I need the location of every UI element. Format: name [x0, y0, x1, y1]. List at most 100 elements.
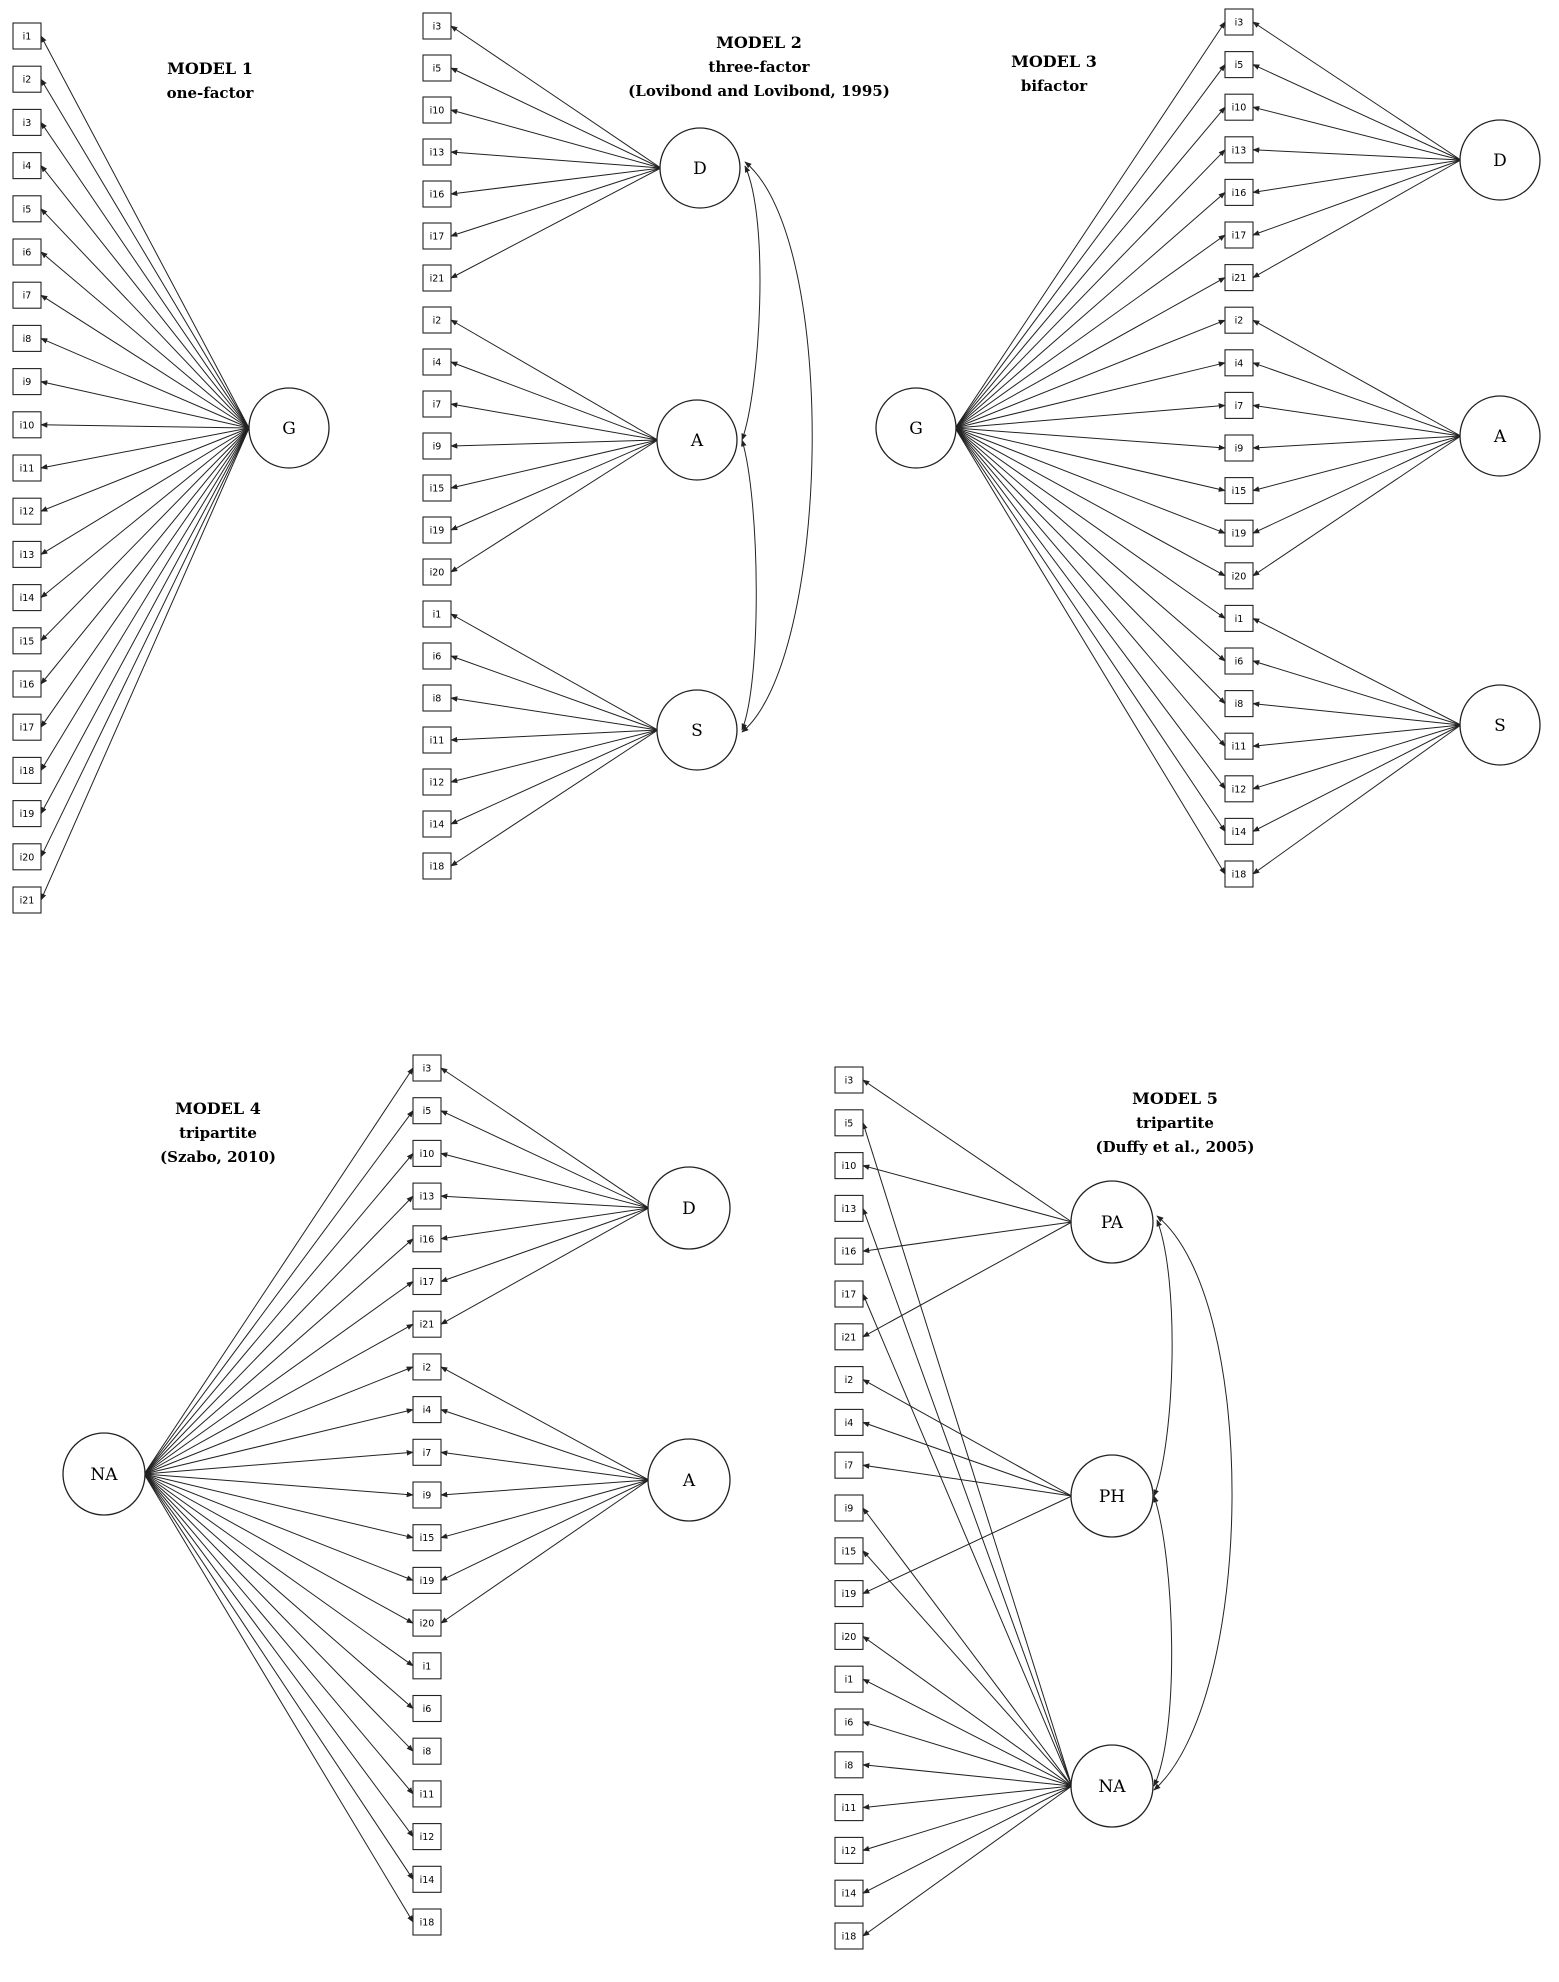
item-label: i21: [20, 896, 35, 907]
model3-item-i17: i17: [1224, 221, 1254, 249]
model1-loading-path: [40, 427, 250, 858]
model1-title-group: MODEL 1 one-factor: [167, 59, 255, 102]
model1-item-i20: i20: [12, 843, 42, 871]
model2-covariance-path: [741, 165, 761, 441]
item-box: [1224, 562, 1254, 590]
model1-item-i13: i13: [12, 540, 42, 568]
model4-item-i9: i9: [412, 1481, 442, 1509]
model3-loading-path: [1252, 435, 1462, 534]
factor-label: NA: [90, 1465, 118, 1485]
model2-title-group: MODEL 2 three-factor (Lovibond and Lovib…: [628, 33, 890, 100]
item-label: i11: [842, 1803, 857, 1814]
model5-item-i6: i6: [834, 1708, 864, 1736]
item-label: i10: [430, 106, 445, 117]
item-box: [1224, 391, 1254, 419]
model4-loading-path: [440, 1152, 649, 1209]
model5-item-i20: i20: [834, 1622, 864, 1650]
factor-label: G: [282, 419, 296, 439]
model4-loading-path: [440, 1479, 650, 1581]
model3-loading-path: [954, 234, 1226, 429]
item-label: i21: [1232, 273, 1247, 284]
model3-factor-G: G: [875, 387, 957, 469]
item-box: [1224, 221, 1254, 249]
model3-loading-path: [955, 361, 1226, 429]
model2-subtitle-1: three-factor: [708, 58, 810, 76]
model3-loading-path: [1252, 724, 1461, 749]
model4-item-i2: i2: [412, 1353, 442, 1381]
model3-item-i12: i12: [1224, 775, 1254, 803]
model1-loading-path: [40, 35, 250, 429]
model4-item-i20: i20: [412, 1609, 442, 1637]
item-label: i15: [842, 1546, 857, 1557]
item-box: [422, 138, 452, 166]
item-label: i19: [842, 1589, 857, 1600]
model2-loading-path: [450, 729, 658, 784]
model5-loading-path: [862, 1550, 1073, 1787]
model2-title: MODEL 2: [716, 33, 802, 52]
item-label: i20: [20, 852, 35, 863]
model3-item-i7: i7: [1224, 391, 1254, 419]
model2-item-i10: i10: [422, 96, 452, 124]
model5-item-i10: i10: [834, 1152, 864, 1180]
item-box: [1224, 732, 1254, 760]
model5-loading-path: [862, 1221, 1073, 1338]
model1-item-i15: i15: [12, 627, 42, 655]
model4-factor-NA: NA: [62, 1432, 146, 1516]
model3-item-i14: i14: [1224, 817, 1254, 845]
model3-loading-path: [1252, 660, 1461, 726]
item-box: [1224, 93, 1254, 121]
model4-loading-path: [143, 1195, 414, 1475]
model1-item-i11: i11: [12, 454, 42, 482]
item-label: i10: [1232, 103, 1247, 114]
model4-factor-A: A: [647, 1438, 731, 1522]
item-box: [834, 1580, 864, 1608]
item-box: [422, 390, 452, 418]
model5-factor-PH: PH: [1070, 1454, 1154, 1538]
model2-loading-path: [450, 655, 658, 731]
model2-covariance-path: [741, 439, 757, 731]
item-label: i3: [1235, 18, 1244, 29]
item-box: [1224, 860, 1254, 888]
model5-loading-path: [862, 1463, 1072, 1497]
model3-loading-path: [954, 64, 1226, 429]
model1-loading-path: [40, 427, 250, 771]
item-box: [1224, 775, 1254, 803]
item-label: i12: [20, 507, 35, 518]
model3-loading-path: [1252, 435, 1462, 577]
item-box: [1224, 349, 1254, 377]
item-label: i21: [420, 1320, 435, 1331]
model3-loading-path: [954, 427, 1226, 577]
item-box: [422, 96, 452, 124]
item-label: i2: [423, 1362, 432, 1373]
item-box: [834, 1879, 864, 1907]
factor-label: G: [909, 419, 923, 439]
item-box: [1224, 264, 1254, 292]
model3-item-i1: i1: [1224, 604, 1254, 632]
model2-item-i5: i5: [422, 54, 452, 82]
model3-loading-path: [1252, 159, 1461, 236]
item-box: [834, 1152, 864, 1180]
item-box: [1224, 178, 1254, 206]
item-label: i6: [423, 1704, 432, 1715]
item-label: i2: [23, 75, 32, 86]
item-box: [1224, 647, 1254, 675]
item-box: [422, 558, 452, 586]
item-label: i5: [23, 204, 32, 215]
model4-loading-path: [440, 1479, 649, 1539]
item-box: [412, 1865, 442, 1893]
model2-item-i16: i16: [422, 180, 452, 208]
model3-item-i10: i10: [1224, 93, 1254, 121]
model4-loading-path: [440, 1479, 649, 1498]
item-box: [412, 1823, 442, 1851]
model2-loading-path: [450, 361, 658, 441]
item-label: i14: [420, 1875, 435, 1886]
model3-title: MODEL 3: [1011, 52, 1097, 71]
factor-circle: [656, 399, 738, 481]
model1-item-i19: i19: [12, 800, 42, 828]
item-label: i15: [430, 484, 445, 495]
item-label: i14: [1232, 827, 1247, 838]
item-label: i9: [23, 377, 32, 388]
item-box: [412, 1310, 442, 1338]
item-label: i7: [423, 1448, 432, 1459]
model1-loading-path: [40, 380, 250, 429]
